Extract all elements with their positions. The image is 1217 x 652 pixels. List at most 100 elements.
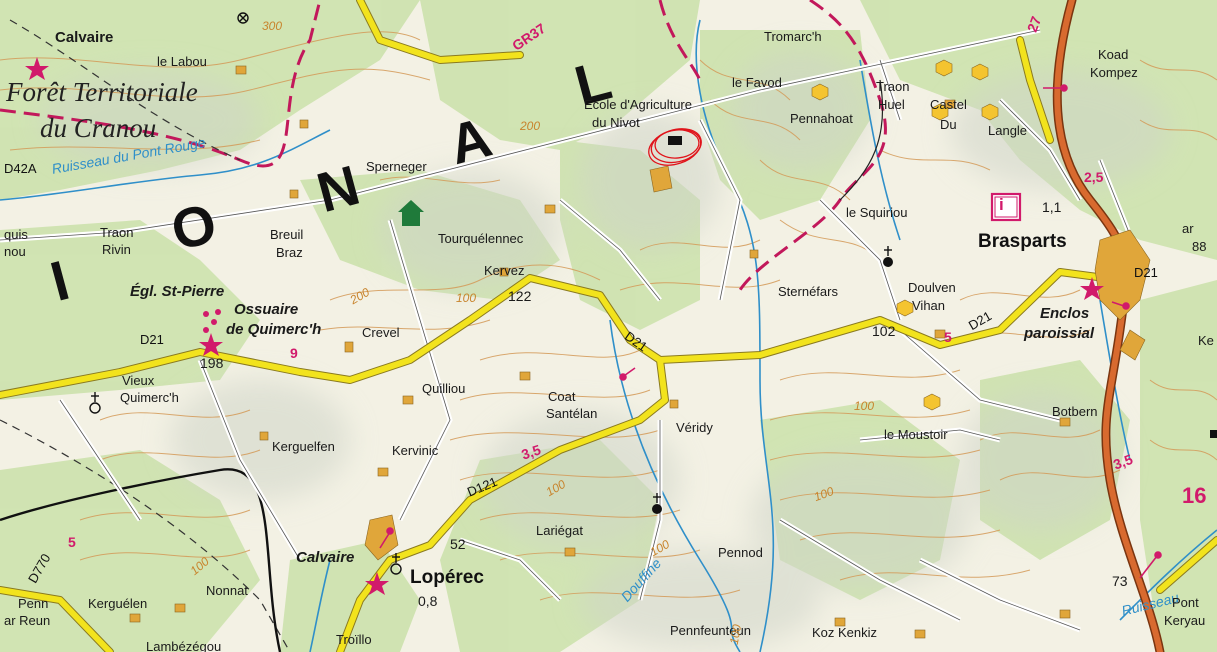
church-markers	[652, 246, 893, 514]
road-d21-west: D21	[140, 332, 164, 347]
place-le-moustoir: le Moustoir	[884, 427, 948, 442]
elevation-52: 52	[450, 536, 466, 552]
place-calvaire-south: Calvaire	[296, 549, 355, 566]
forest-house-icon	[398, 200, 424, 226]
place-le-favod: le Favod	[732, 75, 782, 90]
place-coat-2: Santélan	[546, 406, 598, 421]
boundary-core	[839, 79, 884, 201]
place-vieux-1: Vieux	[122, 373, 155, 388]
elevation-73: 73	[1112, 573, 1128, 589]
ossuaire-dots	[203, 309, 221, 333]
forest-name-line1: Forêt Territoriale	[6, 77, 198, 107]
place-lariegat: Lariégat	[536, 523, 583, 538]
place-le-squiriou: le Squiriou	[846, 205, 908, 220]
contour-100-b: 100	[854, 399, 875, 413]
place-ossuaire-2: de Quimerc'h	[226, 321, 322, 338]
info-label: i	[999, 195, 1004, 214]
place-lambezegou: Lambézégou	[146, 639, 222, 652]
place-enclos-2: paroissial	[1024, 325, 1095, 342]
building-marker	[668, 136, 682, 145]
place-kerguelfen: Kerguelfen	[272, 439, 335, 454]
place-88: 88	[1192, 239, 1207, 254]
viewpoint-pins	[379, 84, 1162, 579]
place-botbern: Botbern	[1052, 404, 1098, 419]
place-castel-2: Du	[940, 117, 957, 132]
place-koz-kenkiz: Koz Kenkiz	[812, 625, 878, 640]
contour-200-north: 200	[520, 119, 541, 133]
place-kerguelen: Kerguélen	[88, 596, 148, 611]
place-langle: Langle	[988, 123, 1028, 138]
buildings	[129, 65, 1151, 639]
town-brasparts: Brasparts	[978, 231, 1067, 252]
place-crevel: Crevel	[362, 325, 400, 340]
dashed-tracks	[0, 19, 291, 652]
place-ke: Ke	[1198, 333, 1214, 348]
road-d42a: D42A	[4, 161, 37, 176]
place-quilliou: Quilliou	[422, 381, 466, 396]
elevation-102: 102	[872, 323, 896, 339]
contour-100-a: 100	[456, 291, 477, 305]
star-markers	[25, 57, 1104, 595]
distance-9: 9	[290, 345, 298, 361]
town-loperec: Lopérec	[410, 567, 484, 588]
place-quis: quis	[4, 227, 28, 242]
place-penn-2: ar Reun	[4, 613, 51, 628]
elevation-198: 198	[200, 355, 224, 371]
place-traon-rivin-2: Rivin	[102, 242, 131, 257]
place-penn-1: Penn	[18, 596, 49, 611]
place-kervez: Kervez	[484, 263, 525, 278]
place-nou: nou	[4, 244, 26, 259]
place-sternefars: Sternéfars	[778, 284, 838, 299]
place-traon-huel-2: Huel	[878, 97, 905, 112]
place-castel-1: Castel	[930, 97, 967, 112]
place-coat-1: Coat	[548, 389, 576, 404]
minor-roads	[0, 29, 1141, 631]
place-egl-st-pierre: Égl. St-Pierre	[130, 283, 225, 300]
place-pennod: Pennod	[718, 545, 763, 560]
hexagon-markers	[811, 59, 999, 411]
place-sperneger: Sperneger	[366, 159, 427, 174]
place-troillo: Troïllo	[336, 632, 372, 647]
place-veridy: Véridy	[676, 420, 713, 435]
place-breuil-1: Breuil	[270, 227, 304, 242]
distance-5-east: 5	[944, 329, 952, 345]
place-vieux-2: Quimerc'h	[120, 390, 179, 405]
road-d21-far-east: D21	[1134, 265, 1158, 280]
place-ar: ar	[1182, 221, 1194, 236]
forest-name-line2: du Cranou	[40, 113, 157, 143]
place-calvaire-nw: Calvaire	[55, 29, 114, 46]
distance-2-5-east: 2,5	[1084, 169, 1104, 185]
place-traon-huel-1: Traon	[876, 79, 910, 94]
contour-300: 300	[262, 19, 283, 33]
place-ossuaire-1: Ossuaire	[234, 301, 299, 318]
elevation-1-1: 1,1	[1042, 199, 1062, 215]
place-tourquelennec: Tourquélennec	[438, 231, 524, 246]
place-pennahoat: Pennahoat	[790, 111, 853, 126]
place-kervinic: Kervinic	[392, 443, 439, 458]
railway	[0, 468, 282, 652]
info-icon	[990, 192, 1022, 222]
elevation-0-8: 0,8	[418, 593, 438, 609]
circled-location	[648, 128, 702, 166]
place-pont-2: Keryau	[1164, 613, 1206, 628]
distance-16: 16	[1182, 483, 1207, 508]
place-pennfeunteun: Pennfeunteun	[670, 623, 751, 638]
place-ecole-1: Ecole d'Agriculture	[584, 97, 692, 112]
edge-marker	[1210, 430, 1217, 438]
place-le-labou: le Labou	[157, 54, 207, 69]
place-koad-1: Koad	[1098, 47, 1129, 62]
distance-5-west: 5	[68, 534, 76, 550]
place-breuil-2: Braz	[276, 245, 303, 260]
place-nonnat: Nonnat	[206, 583, 248, 598]
place-enclos-1: Enclos	[1040, 305, 1090, 322]
major-road	[1052, 0, 1165, 652]
place-traon-rivin-1: Traon	[100, 225, 134, 240]
streams	[0, 19, 1217, 652]
place-doulven-2: Vihan	[912, 298, 946, 313]
place-doulven-1: Doulven	[908, 280, 956, 295]
place-koad-2: Kompez	[1090, 65, 1138, 80]
place-ecole-2: du Nivot	[592, 115, 640, 130]
